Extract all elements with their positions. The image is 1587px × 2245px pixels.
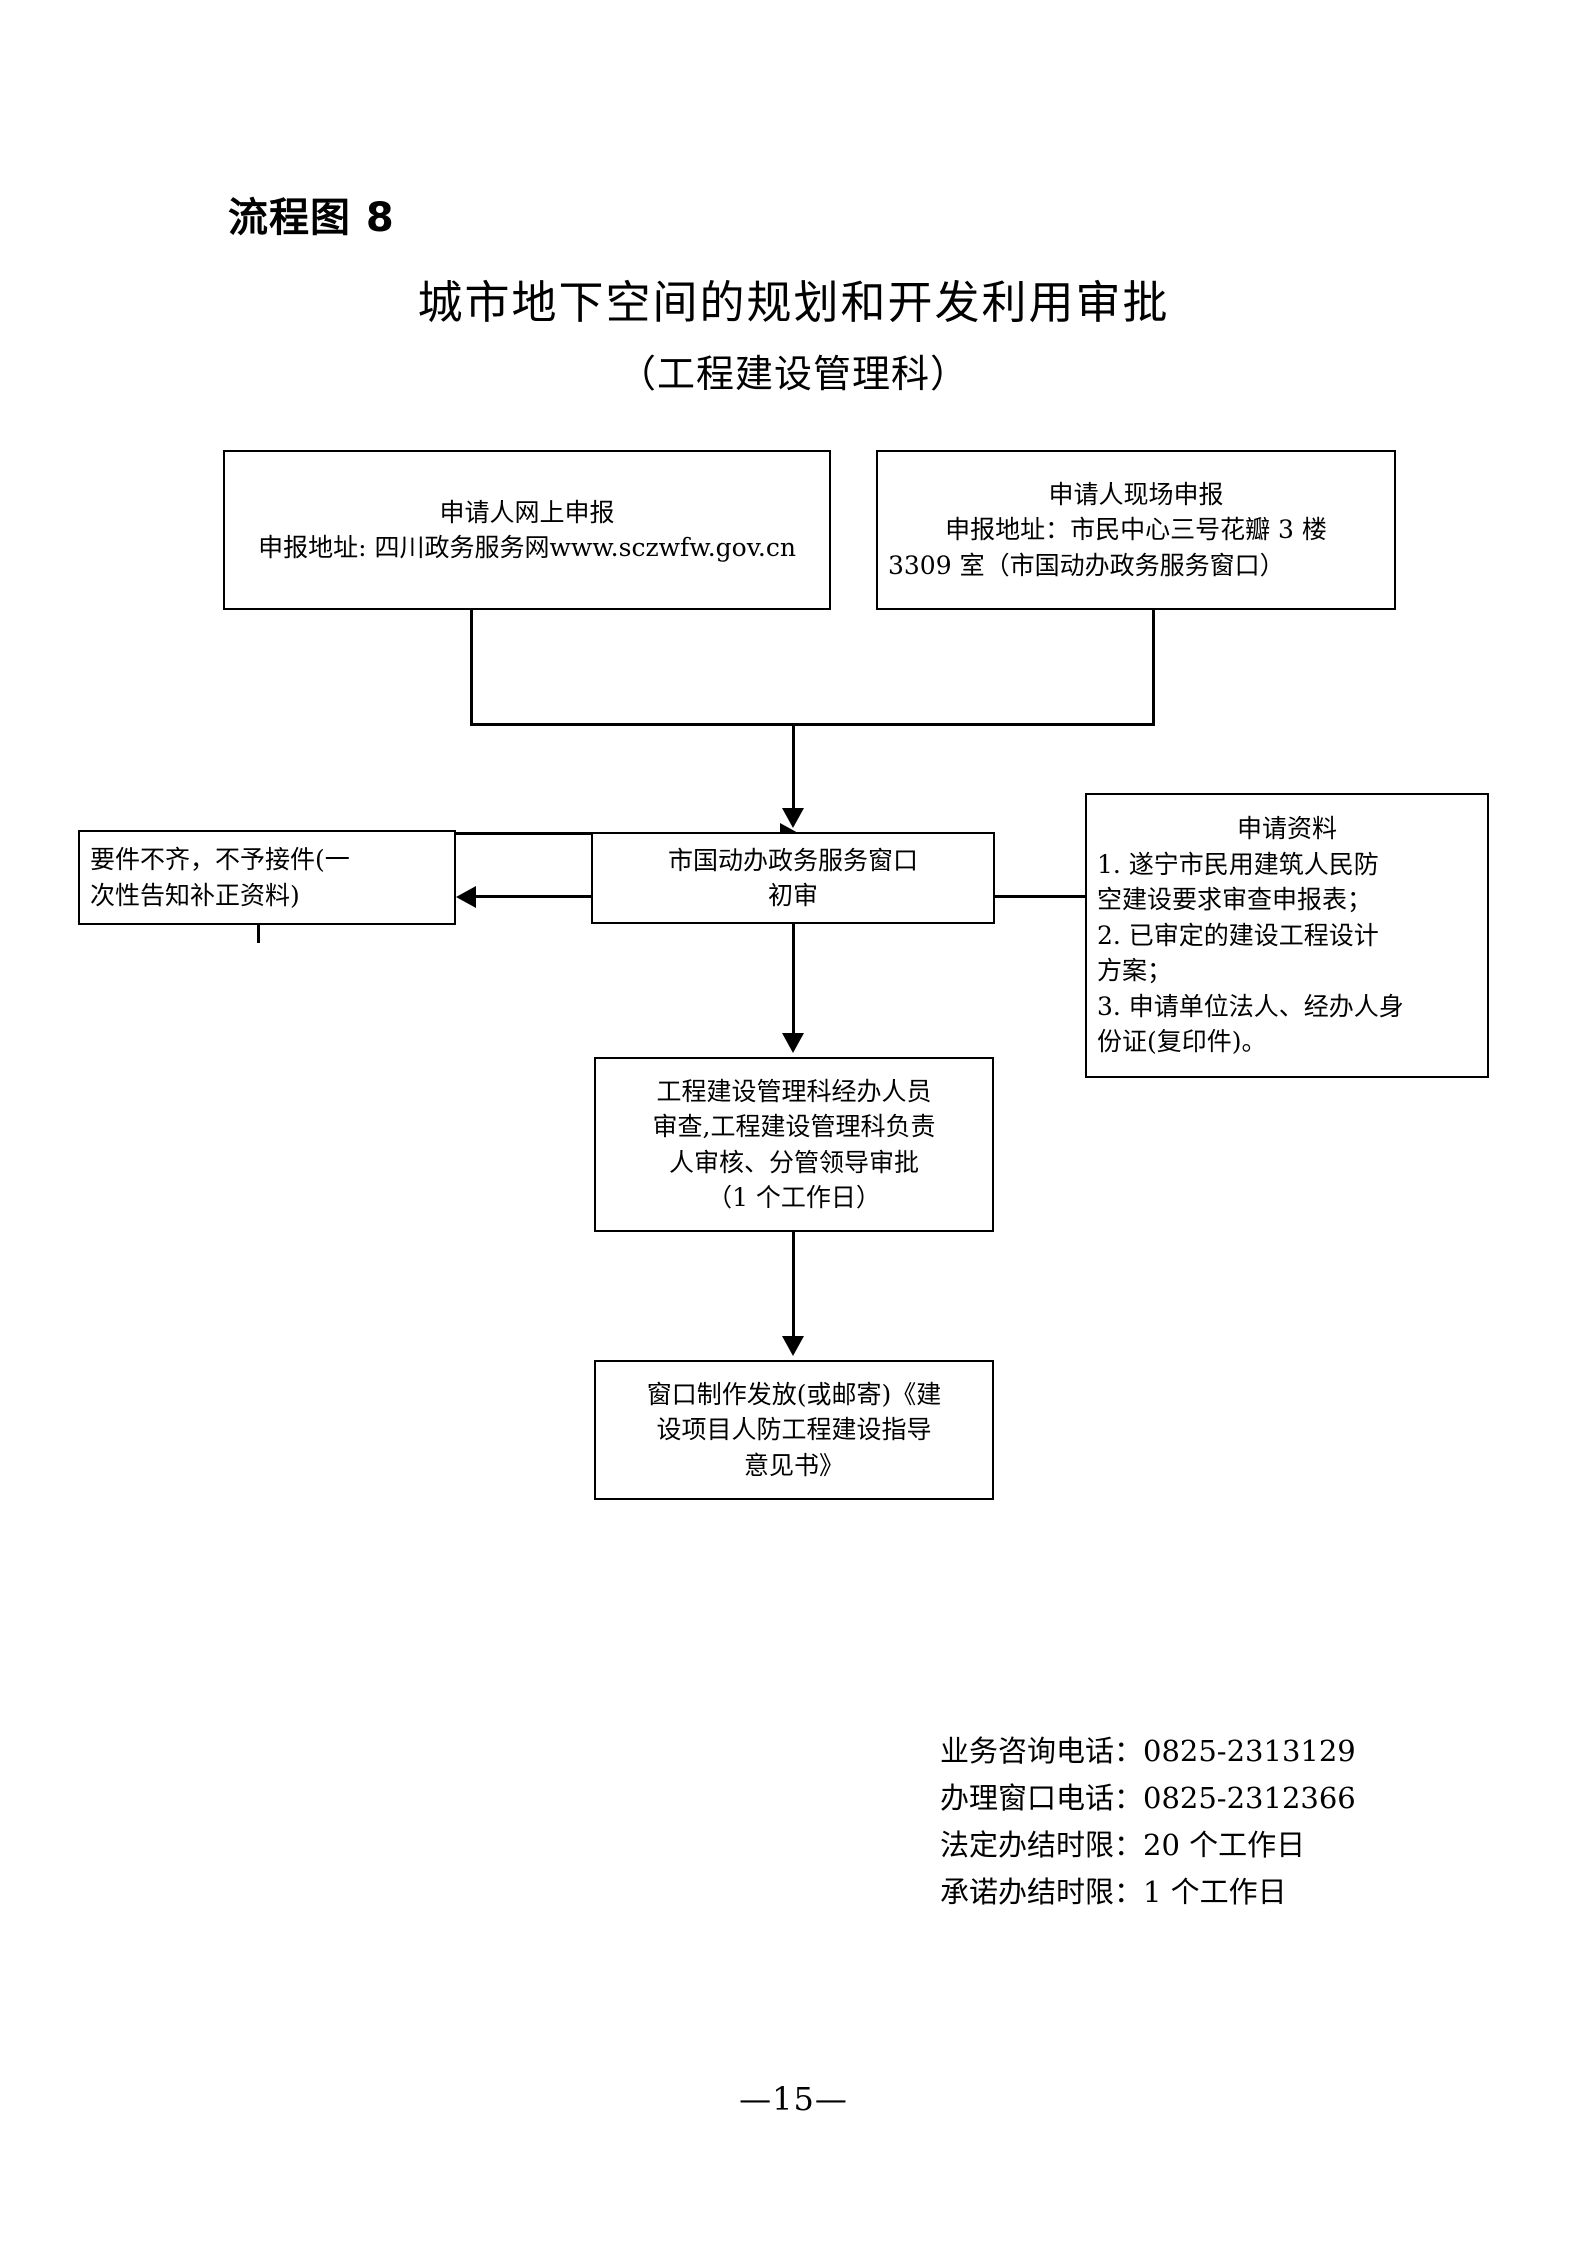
node-initial-review-line1: 市国动办政务服务窗口 <box>667 845 918 875</box>
connector-merge-to-initial <box>792 723 795 811</box>
node-required-documents-title: 申请资料 <box>1236 814 1337 844</box>
node-online-application-line2: 申报地址: 四川政务服务网www.sczwfw.gov.cn <box>258 533 796 562</box>
node-onsite-application-line3: 3309 室（市国动办政务服务窗口） <box>888 550 1285 580</box>
node-onsite-application-line2: 申报地址：市民中心三号花瓣 3 楼 <box>945 515 1327 545</box>
node-required-documents-line6: 3. 申请单位法人、经办人身 <box>1097 991 1404 1021</box>
node-onsite-application-line1: 申请人现场申报 <box>1048 479 1224 509</box>
connector-docs-to-initial <box>995 895 1087 898</box>
node-department-review: 工程建设管理科经办人员 审查,工程建设管理科负责 人审核、分管领导审批 （1 个… <box>594 1057 994 1232</box>
connector-online-drop <box>470 610 473 725</box>
contact-statutory-time-limit: 法定办结时限：20 个工作日 <box>940 1827 1306 1862</box>
connector-initial-to-dept <box>792 924 795 1036</box>
connector-dept-to-issue <box>792 1232 795 1339</box>
contact-consultation-phone: 业务咨询电话：0825-2313129 <box>940 1734 1356 1768</box>
contact-info-block: 业务咨询电话：0825-2313129 办理窗口电话：0825-2312366 … <box>940 1728 1356 1916</box>
page-number: —15— <box>739 2080 848 2118</box>
node-online-application: 申请人网上申报 申报地址: 四川政务服务网www.sczwfw.gov.cn <box>223 450 831 610</box>
node-required-documents-line3: 空建设要求审查申报表； <box>1097 885 1373 915</box>
node-initial-review: 市国动办政务服务窗口 初审 <box>591 832 995 924</box>
node-issue-document-line2: 设项目人防工程建设指导 <box>656 1415 932 1445</box>
contact-window-phone: 办理窗口电话：0825-2312366 <box>940 1780 1356 1815</box>
node-required-documents-line2: 1. 遂宁市民用建筑人民防 <box>1097 849 1379 879</box>
node-onsite-application: 申请人现场申报 申报地址：市民中心三号花瓣 3 楼 3309 室（市国动办政务服… <box>876 450 1396 610</box>
arrow-initial-to-dept <box>782 1033 804 1053</box>
connector-initial-to-reject <box>476 895 593 898</box>
node-incomplete-rejection: 要件不齐，不予接件(一 次性告知补正资料) <box>78 830 456 925</box>
node-initial-review-line2: 初审 <box>767 881 818 910</box>
node-required-documents: 申请资料 1. 遂宁市民用建筑人民防 空建设要求审查申报表； 2. 已审定的建设… <box>1085 793 1489 1078</box>
node-department-review-line2: 审查,工程建设管理科负责 <box>652 1112 936 1141</box>
arrow-initial-to-reject <box>456 886 476 908</box>
arrow-dept-to-issue <box>782 1336 804 1356</box>
page-subtitle: （工程建设管理科） <box>617 352 969 396</box>
connector-onsite-drop <box>1152 610 1155 725</box>
connector-reject-to-main <box>257 832 784 835</box>
node-required-documents-line5: 方案； <box>1097 956 1173 986</box>
node-issue-document-line3: 意见书》 <box>743 1450 844 1480</box>
node-incomplete-rejection-line1: 要件不齐，不予接件(一 <box>90 845 350 874</box>
node-required-documents-line4: 2. 已审定的建设工程设计 <box>1097 920 1379 950</box>
node-online-application-line1: 申请人网上申报 <box>439 497 615 527</box>
node-department-review-line3: 人审核、分管领导审批 <box>668 1147 919 1177</box>
connector-merge-bar <box>470 723 1155 726</box>
node-department-review-line1: 工程建设管理科经办人员 <box>656 1076 932 1106</box>
flowchart-label: 流程图 8 <box>228 195 395 241</box>
node-required-documents-line7: 份证(复印件)。 <box>1097 1027 1267 1057</box>
node-issue-document-line1: 窗口制作发放(或邮寄)《建 <box>646 1379 942 1409</box>
page-title: 城市地下空间的规划和开发利用审批 <box>417 276 1170 329</box>
node-incomplete-rejection-line2: 次性告知补正资料) <box>90 880 300 910</box>
node-issue-document: 窗口制作发放(或邮寄)《建 设项目人防工程建设指导 意见书》 <box>594 1360 994 1500</box>
contact-promised-time-limit: 承诺办结时限：1 个工作日 <box>940 1874 1287 1909</box>
node-department-review-line4: （1 个工作日） <box>707 1183 881 1212</box>
